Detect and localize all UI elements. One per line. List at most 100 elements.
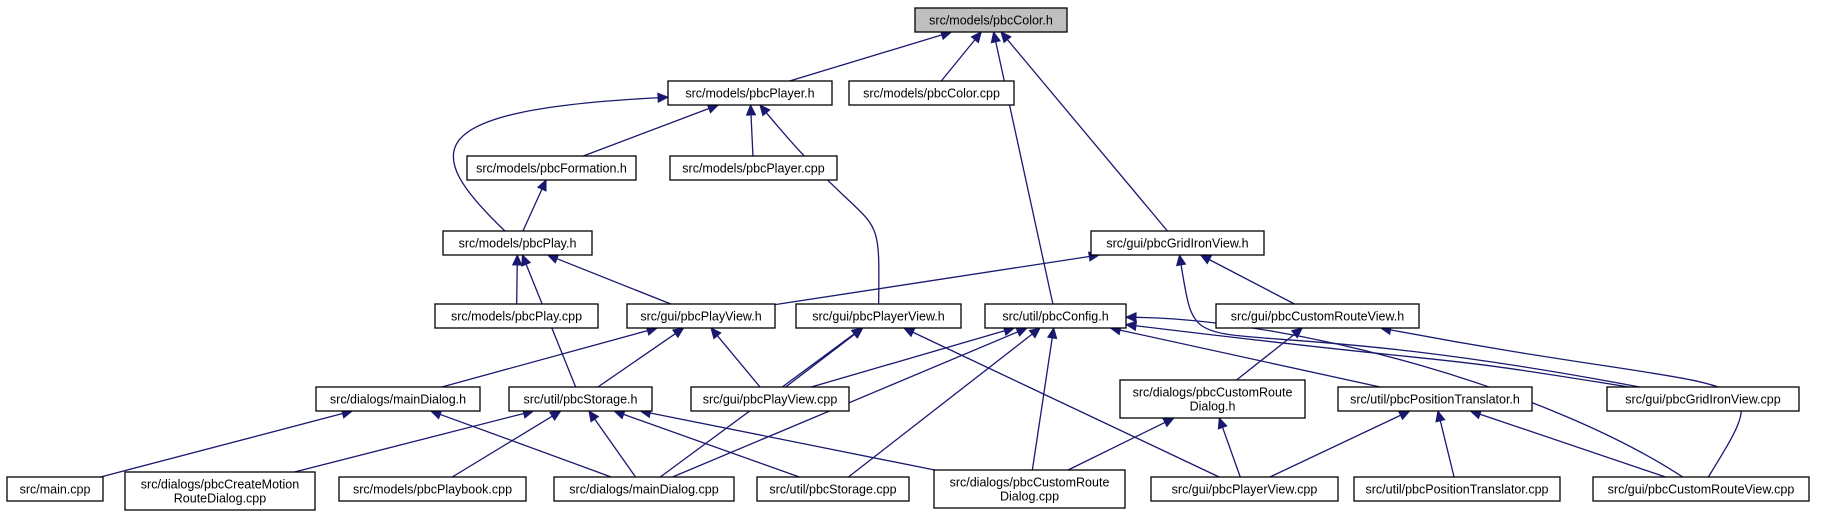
node-label: src/gui/pbcPlayView.h	[640, 310, 761, 324]
edge-n16-to-n10	[1120, 329, 1381, 388]
edge-n17-to-n10	[1135, 325, 1629, 388]
node-layer: src/models/pbcColor.h src/models/pbcPlaye…	[6, 7, 1810, 511]
graph-node[interactable]: src/models/pbcFormation.h	[466, 155, 637, 181]
graph-node[interactable]: src/gui/pbcPlayView.cpp	[690, 386, 850, 412]
arrowhead-icon	[1162, 417, 1175, 428]
node-label: Dialog.h	[1190, 400, 1236, 414]
arrowhead-icon	[549, 410, 562, 421]
node-box	[6, 476, 104, 502]
node-box	[508, 386, 653, 412]
edge-n23-to-n15	[1067, 421, 1166, 471]
node-label: src/dialogs/pbcCustomRoute	[1133, 386, 1293, 400]
graph-node[interactable]: src/util/pbcConfig.h	[984, 303, 1127, 329]
graph-node[interactable]: src/gui/pbcGridIronView.cpp	[1606, 386, 1800, 412]
edge-n23-to-n13	[650, 412, 935, 471]
graph-node[interactable]: src/dialogs/mainDialog.h	[315, 386, 481, 412]
edge-n14-to-n8	[716, 335, 761, 388]
graph-node[interactable]: src/gui/pbcCustomRouteView.cpp	[1592, 476, 1810, 502]
arrowhead-icon	[1028, 327, 1042, 339]
node-box	[338, 476, 527, 502]
arrowhead-icon	[1124, 312, 1137, 323]
graph-node[interactable]: src/models/pbcPlaybook.cpp	[338, 476, 527, 502]
node-box	[434, 303, 599, 329]
root-node-box	[914, 7, 1068, 33]
graph-node[interactable]: src/util/pbcPositionTranslator.h	[1337, 386, 1533, 412]
arrowhead-icon	[745, 103, 757, 116]
node-label: src/gui/pbcPlayerView.h	[812, 310, 945, 324]
node-label: src/main.cpp	[20, 483, 91, 497]
node-box	[1606, 386, 1800, 412]
node-label: src/dialogs/mainDialog.h	[330, 393, 466, 407]
edge-n21-to-n12	[439, 413, 612, 478]
edge-n24-to-n9	[912, 331, 1220, 478]
graph-node[interactable]: src/main.cpp	[6, 476, 104, 502]
graph-node[interactable]: src/models/pbcColor.h	[914, 7, 1068, 33]
graph-node[interactable]: src/util/pbcStorage.h	[508, 386, 653, 412]
graph-node[interactable]: src/models/pbcColor.cpp	[848, 80, 1015, 106]
edge-n2-to-n0	[940, 39, 976, 82]
node-box	[1150, 476, 1339, 502]
graph-node[interactable]: src/gui/pbcCustomRouteView.h	[1215, 303, 1420, 329]
edge-n21-to-n13	[594, 418, 637, 478]
edge-n8-to-n5	[556, 258, 672, 305]
edge-n11-to-n6	[1209, 259, 1295, 305]
graph-node[interactable]: src/gui/pbcPlayerView.cpp	[1150, 476, 1339, 502]
edge-n24-to-n15	[1221, 427, 1241, 478]
graph-node[interactable]: src/models/pbcPlayer.h	[667, 80, 833, 106]
node-box	[1592, 476, 1810, 502]
node-box	[1215, 303, 1420, 329]
graph-node[interactable]: src/models/pbcPlay.h	[442, 230, 593, 256]
edge-n8-to-n6	[774, 255, 1090, 306]
node-label: src/util/pbcConfig.h	[1002, 310, 1108, 324]
arrowhead-icon	[1217, 416, 1228, 430]
node-box	[1119, 379, 1306, 419]
node-label: src/gui/pbcGridIronView.h	[1106, 237, 1248, 251]
edge-n9-to-n1	[765, 112, 880, 305]
node-label: src/util/pbcStorage.cpp	[769, 483, 896, 497]
node-label: src/models/pbcPlay.cpp	[451, 310, 582, 324]
graph-node[interactable]: src/util/pbcPositionTranslator.cpp	[1353, 476, 1561, 502]
node-box	[442, 230, 593, 256]
arrowhead-icon	[1124, 320, 1138, 332]
edge-n26-to-n11	[1390, 329, 1742, 478]
graph-node[interactable]: src/models/pbcPlay.cpp	[434, 303, 599, 329]
node-label: src/dialogs/mainDialog.cpp	[569, 483, 718, 497]
arrowhead-icon	[511, 253, 523, 266]
arrowhead-icon	[1397, 410, 1411, 421]
edge-n17-to-n6	[1180, 264, 1640, 388]
edge-n14-to-n10	[811, 330, 1005, 388]
node-box	[1090, 230, 1265, 256]
node-label: src/models/pbcPlayer.cpp	[682, 162, 824, 176]
graph-node[interactable]: src/gui/pbcGridIronView.h	[1090, 230, 1265, 256]
edge-n5-to-n3	[522, 188, 543, 232]
graph-node[interactable]: src/dialogs/mainDialog.cpp	[553, 476, 735, 502]
edge-n26-to-n10	[1135, 316, 1684, 478]
node-label: src/gui/pbcGridIronView.cpp	[1625, 393, 1780, 407]
edge-n23-to-n10	[1031, 337, 1053, 471]
graph-node[interactable]: src/gui/pbcPlayView.h	[626, 303, 776, 329]
node-label: RouteDialog.cpp	[174, 492, 266, 506]
arrowhead-icon	[1175, 253, 1187, 267]
node-label: src/models/pbcColor.h	[929, 14, 1053, 28]
graph-node[interactable]: src/util/pbcStorage.cpp	[756, 476, 910, 502]
edge-n4-to-n1	[750, 114, 754, 157]
graph-node[interactable]: src/dialogs/pbcCreateMotionRouteDialog.c…	[124, 471, 316, 511]
node-box	[795, 303, 962, 329]
graph-node[interactable]: src/gui/pbcPlayerView.h	[795, 303, 962, 329]
arrowhead-icon	[1435, 409, 1446, 423]
node-label: src/dialogs/pbcCustomRoute	[950, 476, 1110, 490]
node-box	[669, 155, 838, 181]
edge-n26-to-n16	[1479, 413, 1666, 478]
graph-node[interactable]: src/models/pbcPlayer.cpp	[669, 155, 838, 181]
edge-n20-to-n13	[451, 415, 553, 478]
node-label: src/util/pbcStorage.h	[524, 393, 638, 407]
edge-n6-to-n0	[1006, 39, 1168, 232]
arrowhead-icon	[671, 327, 685, 339]
edge-n7-to-n5	[516, 264, 518, 305]
node-box	[690, 386, 850, 412]
node-label: src/util/pbcPositionTranslator.h	[1350, 393, 1520, 407]
edge-n12-to-n8	[441, 330, 648, 388]
